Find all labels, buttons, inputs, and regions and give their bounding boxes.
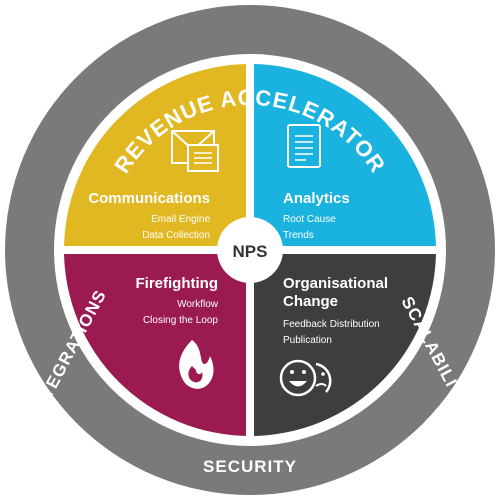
change-title-line1: Organisational	[283, 275, 388, 292]
firefighting-item-2: Closing the Loop	[143, 315, 218, 326]
center-circle	[217, 217, 283, 283]
change-item-1: Feedback Distribution	[283, 319, 380, 330]
analytics-item-1: Root Cause	[283, 214, 336, 225]
change-title-line2: Change	[283, 293, 338, 310]
quadrant-organisational-change	[250, 250, 436, 436]
document-icon	[287, 124, 321, 168]
analytics-item-2: Trends	[283, 230, 314, 241]
communications-title: Communications	[88, 190, 210, 207]
envelope-icon	[171, 130, 219, 172]
communications-item-2: Data Collection	[142, 230, 210, 241]
firefighting-title: Firefighting	[136, 275, 219, 292]
quadrant-communications	[64, 64, 250, 250]
analytics-title: Analytics	[283, 190, 350, 207]
communications-item-1: Email Engine	[151, 214, 210, 225]
firefighting-item-1: Workflow	[177, 299, 219, 310]
center-label: NPS	[233, 242, 268, 261]
quadrant-firefighting	[64, 250, 250, 436]
quadrant-analytics	[250, 64, 436, 250]
change-item-2: Publication	[283, 335, 332, 346]
smiley-faces-icon	[279, 359, 332, 397]
ring-label-bottom: SECURITY	[203, 457, 297, 476]
flame-icon	[179, 340, 214, 389]
